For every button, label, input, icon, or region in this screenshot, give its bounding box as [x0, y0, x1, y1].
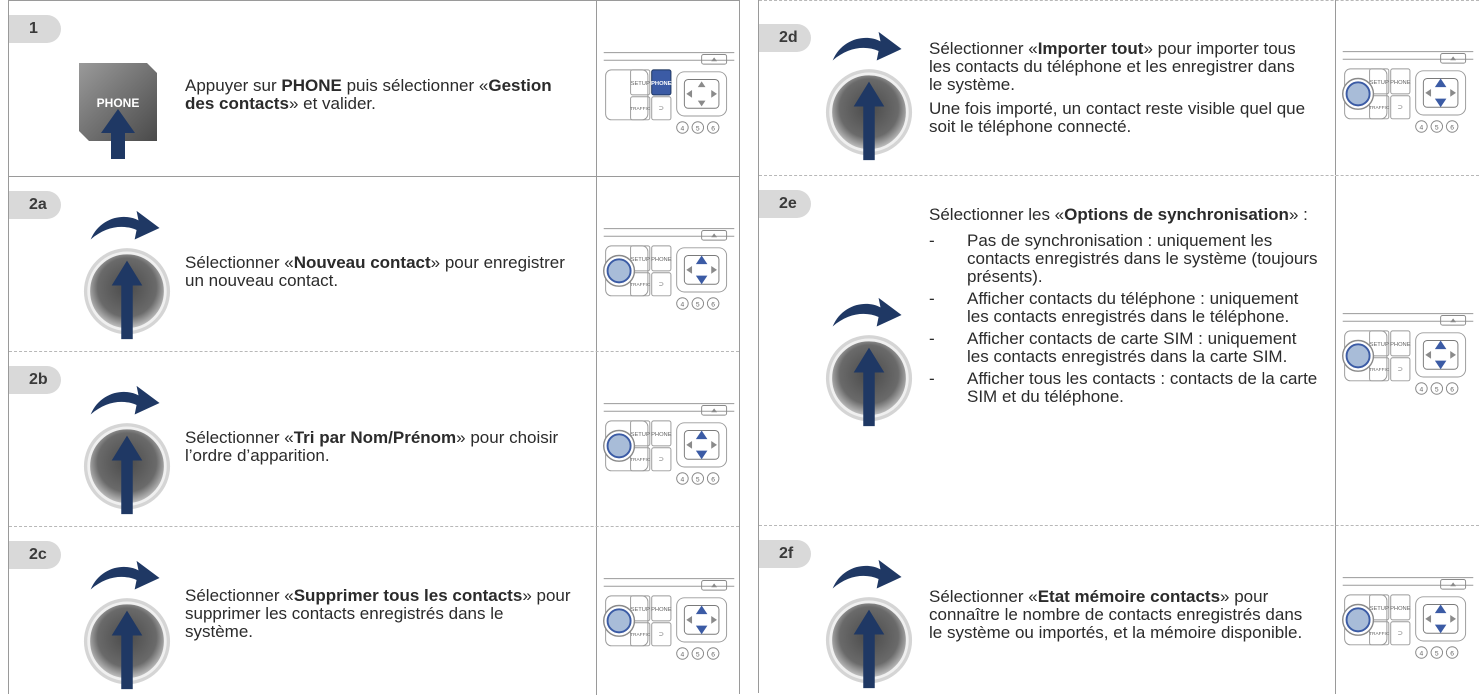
step-instruction: Sélectionner «Nouveau contact» pour enre…	[185, 253, 565, 290]
step-badge: 2e	[759, 190, 811, 218]
radio-diagram-cell	[1335, 0, 1480, 175]
rotary-knob-icon	[821, 556, 917, 690]
radio-panel-icon	[601, 569, 737, 665]
list-item: Afficher contacts de carte SIM : uniquem…	[929, 330, 1319, 366]
step-instruction: Appuyer sur PHONE puis sélectionner «Ges…	[185, 76, 552, 113]
radio-panel-icon	[601, 43, 737, 139]
step-badge: 1	[9, 15, 61, 43]
list-item: Afficher tous les contacts : contacts de…	[929, 370, 1319, 406]
step-instruction: Sélectionner les «Options de synchronisa…	[929, 206, 1319, 410]
step-badge: 2d	[759, 24, 811, 52]
radio-diagram-cell	[596, 177, 740, 352]
radio-diagram-cell	[596, 527, 740, 695]
step-row: 2b Sélectionner «Tri par Nom/Prénom» pou…	[9, 351, 739, 527]
rotary-knob-icon	[821, 28, 917, 162]
sync-options-list: Pas de synchronisation : uniquement les …	[929, 232, 1319, 406]
radio-panel-icon	[601, 394, 737, 490]
radio-diagram-cell	[1335, 176, 1480, 526]
rotary-knob-icon	[79, 557, 175, 691]
radio-diagram-cell	[596, 1, 740, 176]
step-row: 2c Sélectionner «Supprimer tous les cont…	[9, 526, 739, 695]
step-instruction: Sélectionner «Etat mémoire contacts» pou…	[929, 587, 1303, 642]
step-badge: 2f	[759, 540, 811, 568]
step-row: 2d Sélectionner «Importer tout» pour imp…	[759, 0, 1479, 175]
step-row: 2e Sélectionner les «Options de synchron…	[759, 175, 1479, 526]
radio-diagram-cell	[596, 352, 740, 527]
left-column: 1 PHONE Appuyer sur PHONE puis sélection…	[8, 0, 740, 695]
step-instruction: Sélectionner «Importer tout» pour import…	[929, 40, 1309, 136]
rotary-knob-icon	[79, 207, 175, 341]
list-item: Afficher contacts du téléphone : uniquem…	[929, 290, 1319, 326]
radio-panel-icon	[601, 219, 737, 315]
svg-text:PHONE: PHONE	[97, 96, 140, 110]
step-instruction: Sélectionner «Tri par Nom/Prénom» pour c…	[185, 428, 559, 465]
radio-panel-icon	[1340, 568, 1476, 664]
rotary-knob-icon	[79, 382, 175, 516]
step-row: 2a Sélectionner «Nouveau contact» pour e…	[9, 176, 739, 352]
step-row: 2f Sélectionner «Etat mémoire contacts» …	[759, 525, 1479, 694]
rotary-knob-icon	[821, 294, 917, 428]
phone-key-icon: PHONE	[79, 63, 157, 159]
right-column: 2d Sélectionner «Importer tout» pour imp…	[758, 0, 1479, 694]
step-row: 1 PHONE Appuyer sur PHONE puis sélection…	[9, 1, 739, 176]
step-badge: 2b	[9, 366, 61, 394]
radio-diagram-cell	[1335, 526, 1480, 694]
radio-panel-icon	[1340, 304, 1476, 400]
step-note: Une fois importé, un contact reste visib…	[929, 99, 1306, 136]
list-item: Pas de synchronisation : uniquement les …	[929, 232, 1319, 286]
step-instruction: Sélectionner «Supprimer tous les contact…	[185, 586, 571, 641]
step-badge: 2c	[9, 541, 61, 569]
radio-panel-icon	[1340, 42, 1476, 138]
step-badge: 2a	[9, 191, 61, 219]
